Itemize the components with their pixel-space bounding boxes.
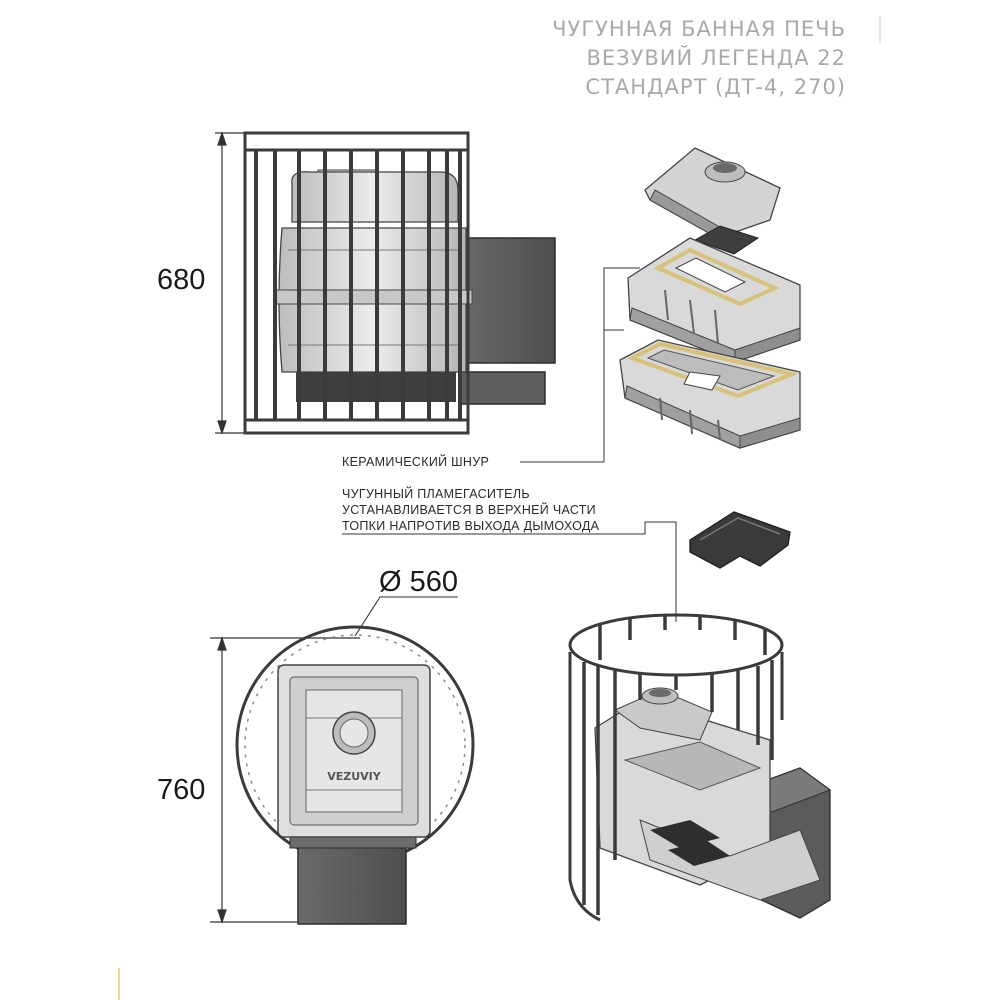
stove-lid	[644, 147, 781, 239]
flame-arrester-line-2: УСТАНАВЛИВАЕТСЯ В ВЕРХНЕЙ ЧАСТИ	[342, 502, 596, 517]
leader-flame-arrester	[342, 521, 677, 622]
exploded-view	[520, 147, 801, 463]
depth-value: 760	[157, 774, 205, 806]
stove-body-front	[275, 169, 473, 402]
diameter-leader	[354, 596, 458, 637]
title-block: ЧУГУННАЯ БАННАЯ ПЕЧЬ ВЕЗУВИЙ ЛЕГЕНДА 22 …	[552, 17, 846, 99]
tunnel-base	[459, 371, 546, 405]
height-dimension	[215, 131, 245, 435]
svg-text:VEZUVIY: VEZUVIY	[327, 770, 382, 783]
leader-ceramic-cord	[603, 267, 640, 462]
flame-arrester-line-1: ЧУГУННЫЙ ПЛАМЕГАСИТЕЛЬ	[342, 486, 530, 501]
height-value: 680	[157, 264, 205, 296]
firebox-tunnel	[459, 237, 556, 364]
diameter-value: Ø 560	[379, 566, 458, 598]
flame-arrester-line-3: ТОПКИ НАПРОТИВ ВЫХОДА ДЫМОХОДА	[342, 519, 600, 533]
ceramic-cord-label: КЕРАМИЧЕСКИЙ ШНУР	[342, 454, 489, 469]
top-view: Ø 560 760 VEZUVIY	[157, 566, 475, 925]
title-line-2: ВЕЗУВИЙ ЛЕГЕНДА 22	[586, 45, 846, 70]
flame-arrester-part	[689, 511, 791, 569]
heater-cage-cylinder	[568, 613, 784, 922]
isometric-cutaway	[568, 613, 832, 922]
gasket-plate	[693, 225, 760, 255]
title-line-1: ЧУГУННАЯ БАННАЯ ПЕЧЬ	[552, 17, 846, 41]
title-line-3: СТАНДАРТ (ДТ-4, 270)	[585, 75, 846, 99]
front-view: 680	[157, 131, 556, 435]
flame-arrester-note: ЧУГУННЫЙ ПЛАМЕГАСИТЕЛЬ УСТАНАВЛИВАЕТСЯ В…	[342, 486, 677, 622]
tunnel-top-view	[297, 837, 407, 925]
depth-dimension	[210, 636, 360, 924]
heater-cage-front	[243, 131, 470, 435]
lower-section	[619, 339, 801, 449]
